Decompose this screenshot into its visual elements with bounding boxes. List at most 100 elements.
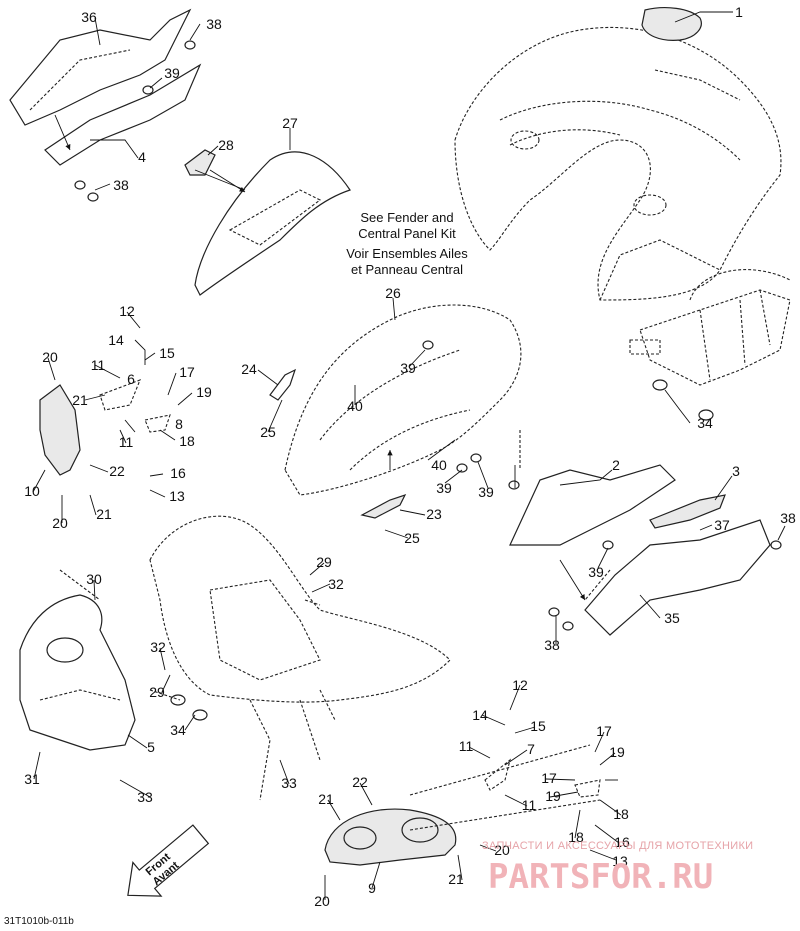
callout-37: 37	[714, 517, 730, 533]
callout-11-c: 11	[459, 738, 474, 754]
callout-31: 31	[24, 771, 40, 787]
trim-piece-24	[269, 368, 297, 401]
callout-21-a: 21	[72, 392, 88, 408]
callout-15-b: 15	[530, 718, 546, 734]
callout-16-b: 16	[614, 834, 630, 850]
callout-5: 5	[147, 739, 155, 755]
callout-34-a: 34	[697, 415, 713, 431]
callout-39-d: 39	[478, 484, 494, 500]
callout-28: 28	[218, 137, 234, 153]
callout-39-b: 39	[400, 360, 416, 376]
front-frame-assembly-part	[149, 515, 451, 801]
callout-22-a: 22	[109, 463, 125, 479]
callout-38-a: 38	[206, 16, 222, 32]
callout-17-a: 17	[179, 364, 195, 380]
callout-numbers: 1 2 3 4 5 6 7 8 9 10 11 11 11 11 12 12 1…	[24, 4, 796, 909]
callout-38-b: 38	[113, 177, 129, 193]
callout-23: 23	[426, 506, 442, 522]
grommets	[74, 40, 782, 721]
callout-11-d: 11	[522, 797, 537, 813]
callout-40-b: 40	[431, 457, 447, 473]
callout-11-a: 11	[91, 357, 106, 373]
callout-14-a: 14	[108, 332, 124, 348]
note-line-4: et Panneau Central	[351, 262, 463, 277]
callout-9: 9	[368, 880, 376, 896]
callout-8: 8	[175, 416, 183, 432]
callout-40-a: 40	[347, 398, 363, 414]
trim-piece-23	[360, 493, 407, 519]
callout-17-b: 17	[596, 723, 612, 739]
callout-18-b: 18	[613, 806, 629, 822]
callout-39-e: 39	[588, 564, 604, 580]
callout-20-c: 20	[494, 842, 510, 858]
left-side-panel-part	[9, 8, 202, 166]
callout-33-b: 33	[137, 789, 153, 805]
center-console-part	[184, 149, 351, 296]
callout-38-d: 38	[544, 637, 560, 653]
callout-19-a: 19	[196, 384, 212, 400]
watermark-brand: PARTSFOR.RU	[488, 857, 713, 897]
callout-13-a: 13	[169, 488, 185, 504]
callout-19-c: 19	[545, 788, 561, 804]
callout-33-a: 33	[281, 775, 297, 791]
callout-11-b: 11	[119, 434, 134, 450]
note-line-1: See Fender and	[360, 210, 453, 225]
callout-38-c: 38	[780, 510, 796, 526]
callout-6: 6	[127, 371, 135, 387]
rear-fender-part	[454, 26, 782, 301]
callout-19-b: 19	[609, 744, 625, 760]
front-bumper-cover-part	[19, 594, 136, 751]
callout-29-a: 29	[316, 554, 332, 570]
callout-21-c: 21	[318, 791, 334, 807]
left-headlight-bracket-part	[39, 379, 171, 476]
note-line-2: Central Panel Kit	[358, 226, 456, 241]
callout-39-c: 39	[436, 480, 452, 496]
callout-13-b: 13	[612, 853, 628, 869]
callout-21-b: 21	[96, 506, 112, 522]
callout-12-a: 12	[119, 303, 135, 319]
right-side-panel-part	[509, 464, 771, 636]
diagram-code: 31T1010b-011b	[4, 916, 74, 927]
leader-lines	[32, 11, 786, 900]
callout-20-b: 20	[52, 515, 68, 531]
watermark: ЗАПЧАСТИ И АКСЕССУАРЫ ДЛЯ МОТОТЕХНИКИ PA…	[482, 840, 753, 897]
right-headlight-bracket-part	[324, 758, 601, 866]
callout-30: 30	[86, 571, 102, 587]
callout-29-b: 29	[149, 684, 165, 700]
fender-kit-note: See Fender and Central Panel Kit Voir En…	[346, 210, 468, 277]
front-direction-arrow: Front Avant	[127, 824, 210, 897]
callout-21-d: 21	[448, 871, 464, 887]
note-line-3: Voir Ensembles Ailes	[346, 246, 468, 261]
callout-20-d: 20	[314, 893, 330, 909]
callout-24: 24	[241, 361, 257, 377]
alignment-lines	[59, 430, 611, 831]
callout-15-a: 15	[159, 345, 175, 361]
callout-18-a: 18	[179, 433, 195, 449]
callout-39-a: 39	[164, 65, 180, 81]
callout-34-b: 34	[170, 722, 186, 738]
callout-3: 3	[732, 463, 740, 479]
callout-26: 26	[385, 285, 401, 301]
callout-16-a: 16	[170, 465, 186, 481]
callout-7: 7	[527, 741, 535, 757]
direction-arrows	[54, 114, 586, 601]
callout-35: 35	[664, 610, 680, 626]
front-fender-part	[284, 304, 522, 496]
callout-20-a: 20	[42, 349, 58, 365]
callout-25-a: 25	[260, 424, 276, 440]
rear-rack-part	[629, 269, 791, 386]
callout-1: 1	[735, 4, 743, 20]
watermark-tagline: ЗАПЧАСТИ И АКСЕССУАРЫ ДЛЯ МОТОТЕХНИКИ	[482, 840, 753, 852]
callout-17-c: 17	[541, 770, 557, 786]
callout-12-b: 12	[512, 677, 528, 693]
callout-32-a: 32	[328, 576, 344, 592]
callout-25-b: 25	[404, 530, 420, 546]
decal-sticker	[641, 7, 702, 41]
callout-22-b: 22	[352, 774, 368, 790]
callout-14-b: 14	[472, 707, 488, 723]
callout-2: 2	[612, 457, 620, 473]
callout-18-c: 18	[568, 829, 584, 845]
callout-4: 4	[138, 149, 146, 165]
callout-36: 36	[81, 9, 97, 25]
